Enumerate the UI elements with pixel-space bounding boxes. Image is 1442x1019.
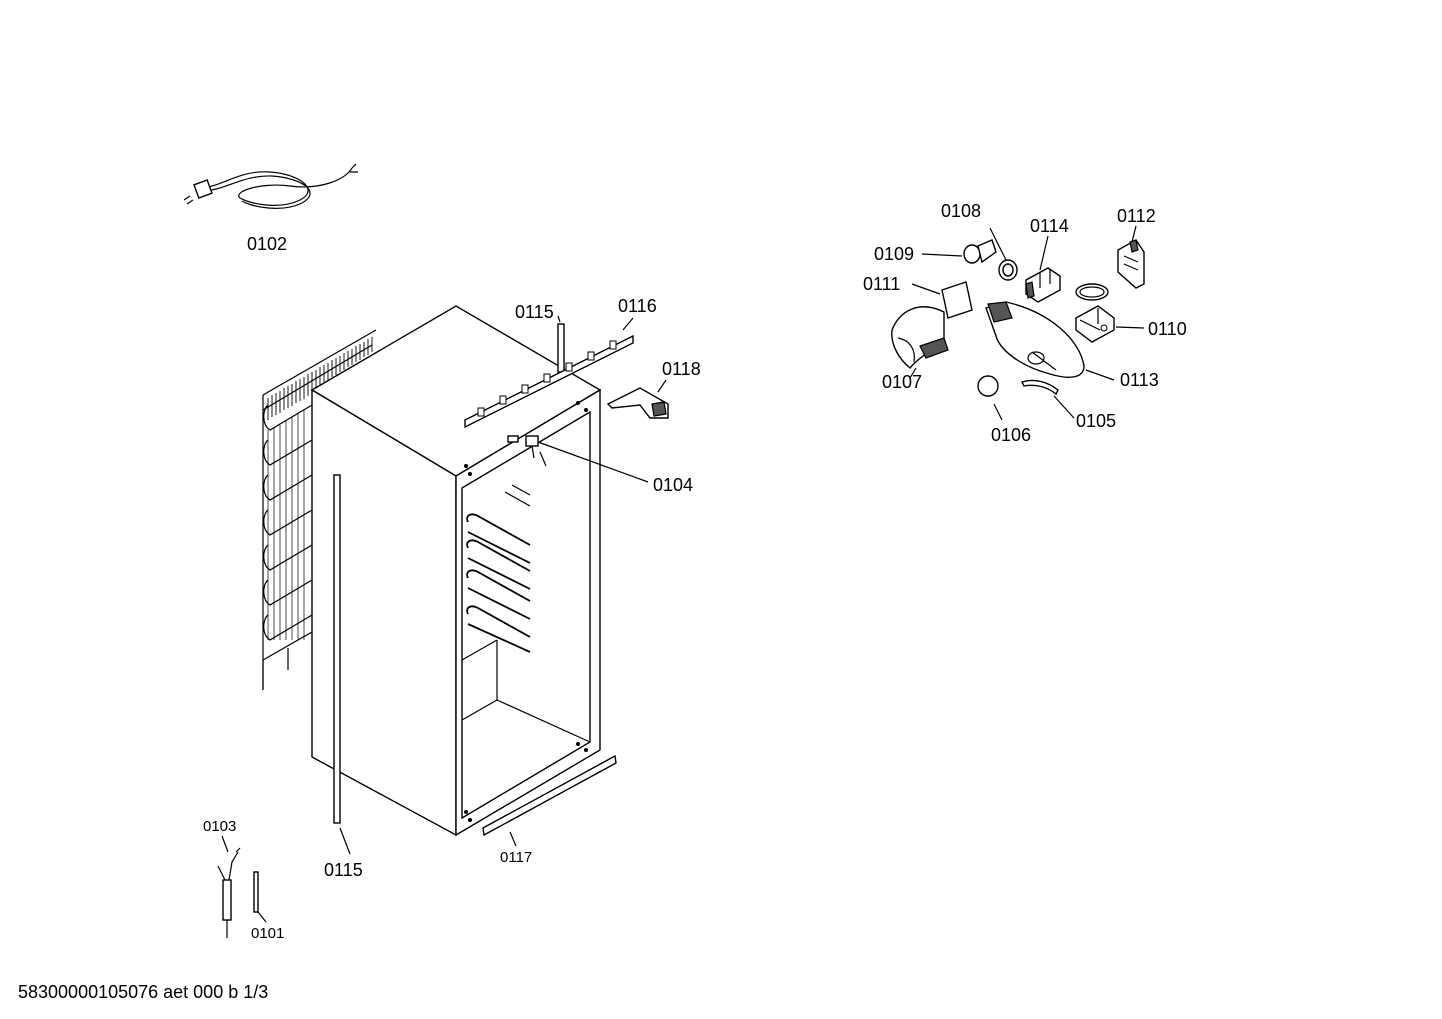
housing-0113-part[interactable] bbox=[985, 301, 1085, 378]
strip-0115-bottom-part[interactable] bbox=[333, 474, 341, 824]
label-0104: 0104 bbox=[653, 475, 693, 495]
label-0117: 0117 bbox=[500, 849, 532, 866]
plate-0111-part[interactable] bbox=[941, 281, 973, 319]
label-0116: 0116 bbox=[618, 296, 657, 316]
sensor-0103-part[interactable] bbox=[217, 847, 241, 938]
label-0108: 0108 bbox=[941, 201, 981, 221]
seal-0105-part[interactable] bbox=[1021, 379, 1059, 396]
condenser-coil-part[interactable] bbox=[262, 329, 377, 690]
cover-0107-part[interactable] bbox=[891, 306, 949, 369]
label-0118: 0118 bbox=[662, 359, 701, 379]
label-0101: 0101 bbox=[251, 925, 284, 942]
switch-0112-part[interactable] bbox=[1117, 239, 1145, 289]
label-0107: 0107 bbox=[882, 372, 922, 392]
label-0103: 0103 bbox=[203, 818, 236, 835]
thermostat-0110-part[interactable] bbox=[1075, 283, 1115, 343]
label-0109: 0109 bbox=[874, 244, 914, 264]
label-0111: 0111 bbox=[863, 274, 900, 294]
power-cord-part[interactable] bbox=[183, 163, 358, 209]
label-0106: 0106 bbox=[991, 425, 1031, 445]
label-0102: 0102 bbox=[247, 234, 287, 254]
label-0112: 0112 bbox=[1117, 206, 1156, 226]
label-0114: 0114 bbox=[1030, 216, 1069, 236]
bulb-0109-part[interactable] bbox=[963, 239, 997, 264]
label-0113: 0113 bbox=[1120, 370, 1159, 390]
holder-0114-part[interactable] bbox=[1025, 267, 1061, 303]
label-0115-bottom: 0115 bbox=[324, 860, 363, 880]
rail-0116-part[interactable] bbox=[464, 334, 634, 429]
bracket-0118-part[interactable] bbox=[606, 387, 669, 419]
strip-0115-top-part[interactable] bbox=[557, 323, 565, 373]
drawing-reference-footer: 58300000105076 aet 000 b 1/3 bbox=[18, 982, 268, 1002]
knob-0106-part[interactable] bbox=[977, 375, 999, 397]
label-0110: 0110 bbox=[1148, 319, 1187, 339]
strip-0117-part[interactable] bbox=[482, 754, 617, 837]
socket-ring-0108-part[interactable] bbox=[998, 259, 1018, 281]
cabinet-body-part[interactable] bbox=[310, 305, 602, 837]
label-0105: 0105 bbox=[1076, 411, 1116, 431]
sensor-0104-part[interactable] bbox=[525, 435, 547, 467]
label-0115-top: 0115 bbox=[515, 302, 554, 322]
probe-0101-part[interactable] bbox=[253, 871, 259, 913]
